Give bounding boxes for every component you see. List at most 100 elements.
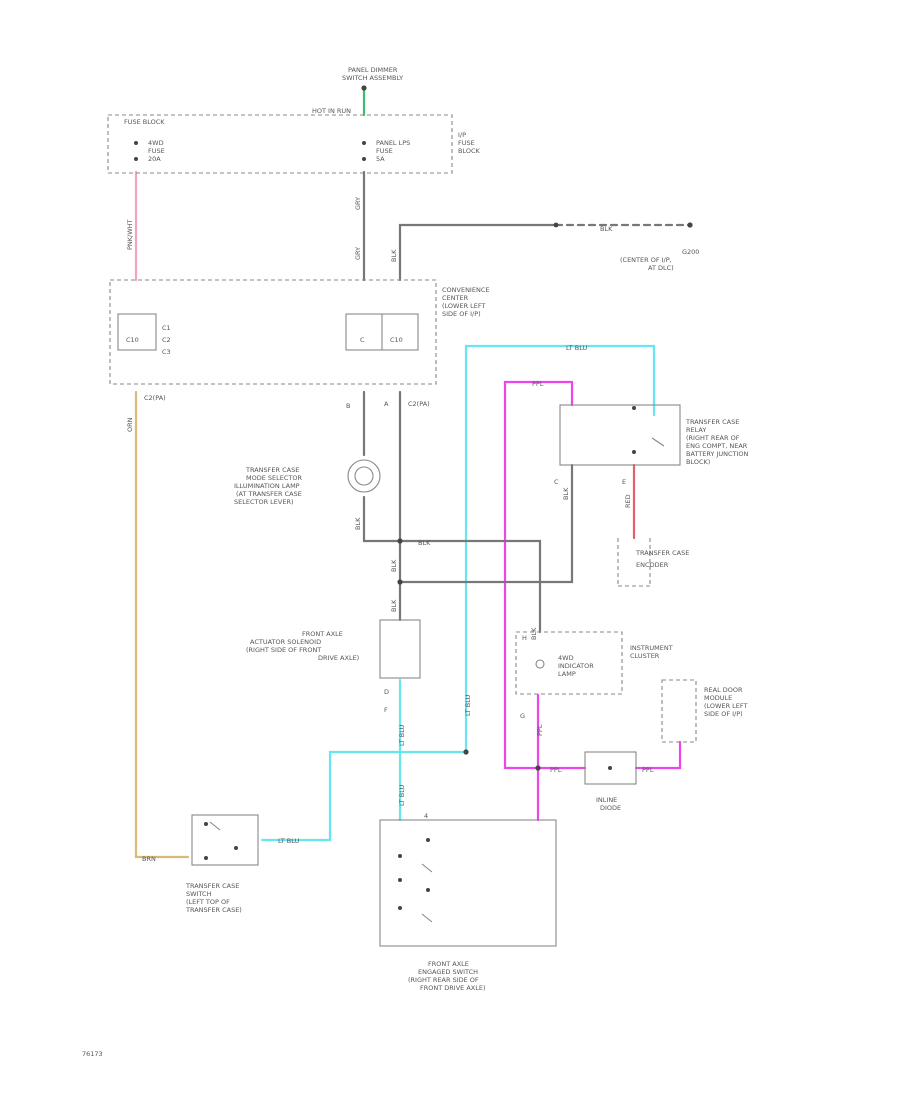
wire-label-ppl-d2: PPL xyxy=(642,766,654,774)
pin-c2: C2 xyxy=(162,336,171,344)
pin-f: F xyxy=(384,706,388,714)
splices xyxy=(397,538,541,771)
wire-tan-brn xyxy=(134,390,190,859)
tcsw-label-4: TRANSFER CASE) xyxy=(185,906,242,914)
conv-label-3: (LOWER LEFT xyxy=(442,302,486,310)
wire-label-blk-v2: BLK xyxy=(390,599,398,612)
tcsw-label-3: (LEFT TOP OF xyxy=(186,898,230,906)
wire-label-red: RED xyxy=(624,494,632,508)
wire-label-ltblu-low: LT BLU xyxy=(398,784,406,806)
rke-label-4: SIDE OF I/P) xyxy=(704,710,743,718)
conv-label-2: CENTER xyxy=(442,294,469,302)
relay-label-3: (RIGHT REAR OF xyxy=(686,434,740,442)
page-number: 76173 xyxy=(82,1050,103,1058)
ip-fuse-label-2: FUSE xyxy=(458,139,475,147)
dimmer-label-1: PANEL DIMMER xyxy=(348,66,398,74)
ip-fuse-block: HOT IN RUN FUSE BLOCK 4WD FUSE 20A PANEL… xyxy=(107,107,481,174)
relay-label-2: RELAY xyxy=(686,426,706,434)
panel-dimmer-switch: PANEL DIMMER SWITCH ASSEMBLY xyxy=(342,66,403,91)
c2-left-label: C2(PA) xyxy=(144,394,166,402)
actuator-label-1: FRONT AXLE xyxy=(302,630,343,638)
diode-label-2: DIODE xyxy=(600,804,621,812)
wire-label-blk-v1: BLK xyxy=(390,559,398,572)
wire-label-gry-a: GRY xyxy=(354,197,362,210)
tcsw-label-2: SWITCH xyxy=(186,890,212,898)
transfer-case-encoder: TRANSFER CASE ENCODER xyxy=(617,538,689,587)
wire-magenta-diode-r xyxy=(634,740,682,770)
hot-in-run-label: HOT IN RUN xyxy=(312,107,351,115)
ip-fuse-label-3: BLOCK xyxy=(458,147,481,155)
pin-b: B xyxy=(346,402,350,410)
relay-c-a: C10 xyxy=(126,336,139,344)
actuator-label-3: (RIGHT SIDE OF FRONT xyxy=(246,646,321,654)
lamp-label-3: ILLUMINATION LAMP xyxy=(234,482,300,490)
inline-diode: INLINE DIODE xyxy=(584,751,637,812)
cluster-label-2: CLUSTER xyxy=(630,652,660,660)
pin-letters: B A C1 C2 C3 C E D F G H 4 xyxy=(162,324,626,820)
relay-c-c: C10 xyxy=(390,336,403,344)
fuse-panel-2: FUSE xyxy=(376,147,393,155)
wire-label-ltblu-sw: LT BLU xyxy=(278,837,300,845)
fuse-4wd-3: 20A xyxy=(148,155,161,163)
axsw-label-2: ENGAGED SWITCH xyxy=(418,968,478,976)
wire-label-gry-b: GRY xyxy=(354,247,362,260)
ind-lamp-1: 4WD xyxy=(558,654,574,662)
conv-label-1: CONVENIENCE xyxy=(442,286,489,294)
fuse-4wd-2: FUSE xyxy=(148,147,165,155)
wire-label-ppl-top: PPL xyxy=(532,380,544,388)
wire-label-orn: ORN xyxy=(126,417,134,432)
mode-selector-lamp: TRANSFER CASE MODE SELECTOR ILLUMINATION… xyxy=(234,459,381,506)
wire-label-ltblu-top: LT BLU xyxy=(566,344,588,352)
wire-label-blk-relay: BLK xyxy=(562,487,570,500)
wire-black-ground-g200 xyxy=(398,223,558,282)
pin-c3: C3 xyxy=(162,348,171,356)
encoder-label-2: ENCODER xyxy=(636,561,669,569)
lamp-label-2: MODE SELECTOR xyxy=(246,474,302,482)
wire-cyan-relay xyxy=(464,344,656,754)
lamp-label-4: (AT TRANSFER CASE xyxy=(236,490,302,498)
pin-e: E xyxy=(622,478,626,486)
pin-c1: C1 xyxy=(162,324,171,332)
pin-c: C xyxy=(554,478,559,486)
relay-label-1: TRANSFER CASE xyxy=(685,418,739,426)
g200-label-3: AT DLC) xyxy=(648,264,674,272)
instrument-cluster: 4WD INDICATOR LAMP INSTRUMENT CLUSTER xyxy=(515,631,673,695)
g200-label-1: G200 xyxy=(682,248,699,256)
axsw-label-3: (RIGHT REAR SIDE OF xyxy=(408,976,479,984)
rke-label-3: (LOWER LEFT xyxy=(704,702,748,710)
lamp-label-5: SELECTOR LEVER) xyxy=(234,498,294,506)
ground-g200: G200 (CENTER OF I/P, AT DLC) xyxy=(553,222,699,272)
wire-gray-relay xyxy=(398,463,574,584)
transfer-case-switch: TRANSFER CASE SWITCH (LEFT TOP OF TRANSF… xyxy=(185,814,259,914)
fuse-4wd-1: 4WD xyxy=(148,139,164,147)
relay-label-4: ENG COMPT, NEAR xyxy=(686,442,748,450)
pin-a: A xyxy=(384,400,389,408)
pin-4: 4 xyxy=(424,812,428,820)
wire-cyan-lower xyxy=(260,750,468,842)
fuse-panel-3: 5A xyxy=(376,155,385,163)
relay-label-5: BATTERY JUNCTION xyxy=(686,450,749,458)
conv-label-4: SIDE OF I/P) xyxy=(442,310,481,318)
diode-label-1: INLINE xyxy=(596,796,617,804)
pin-g: G xyxy=(520,712,525,720)
pin-d: D xyxy=(384,688,389,696)
actuator-label-4: DRIVE AXLE) xyxy=(318,654,359,662)
fuse-block-header: FUSE BLOCK xyxy=(124,118,165,126)
wire-label-ltblu-v2: LT BLU xyxy=(464,694,472,716)
wire-label-pnk: PNK/WHT xyxy=(126,219,134,250)
ip-fuse-label-1: I/P xyxy=(458,131,466,139)
encoder-label-1: TRANSFER CASE xyxy=(635,549,689,557)
ind-lamp-3: LAMP xyxy=(558,670,576,678)
wire-labels: PNK/WHT GRY GRY BLK BLK ORN LT BLU PPL B… xyxy=(126,197,654,863)
g200-label-2: (CENTER OF I/P, xyxy=(620,256,672,264)
wire-label-ltblu-v1: LT BLU xyxy=(398,724,406,746)
wire-label-ppl-d1: PPL xyxy=(550,766,562,774)
axsw-label-1: FRONT AXLE xyxy=(428,960,469,968)
rke-module: REAL DOOR MODULE (LOWER LEFT SIDE OF I/P… xyxy=(661,679,748,743)
wire-label-blk-act: BLK xyxy=(530,627,538,640)
lamp-label-1: TRANSFER CASE xyxy=(245,466,299,474)
convenience-center: C10 C C10 CONVENIENCE CENTER (LOWER LEFT… xyxy=(109,279,489,408)
wire-label-blk-top: BLK xyxy=(390,249,398,262)
front-axle-actuator: FRONT AXLE ACTUATOR SOLENOID (RIGHT SIDE… xyxy=(246,619,421,679)
